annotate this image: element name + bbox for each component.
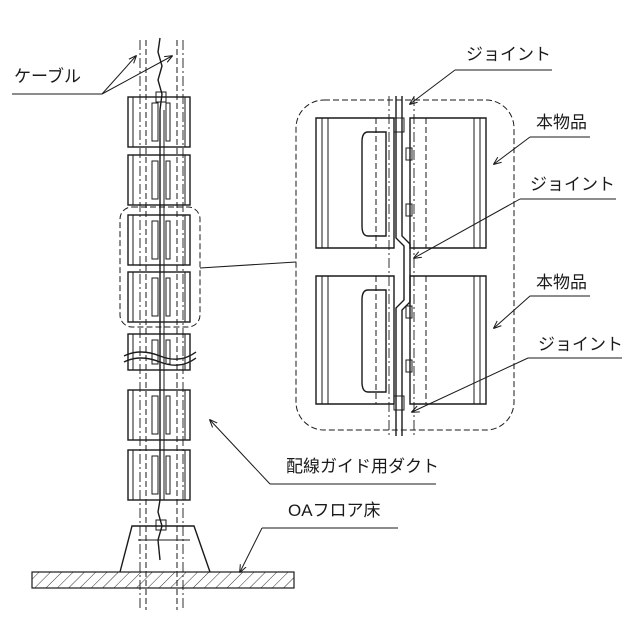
- product-label-1: 本物品: [536, 113, 587, 132]
- label-product-2: 本物品: [494, 273, 590, 328]
- label-joint-1: ジョイント: [410, 45, 552, 104]
- duct-module: [128, 272, 190, 322]
- detail-view: [296, 96, 514, 436]
- detail-leader: [200, 262, 296, 268]
- product-section: [316, 276, 486, 404]
- joint-label-3: ジョイント: [538, 335, 623, 354]
- label-joint-2: ジョイント: [414, 175, 616, 258]
- duct-modules: [128, 97, 190, 500]
- cable-label: ケーブル: [14, 66, 81, 86]
- label-floor: OAフロア床: [240, 501, 398, 572]
- label-joint-3: ジョイント: [412, 335, 623, 412]
- product-label-2: 本物品: [536, 273, 587, 292]
- duct-module: [128, 215, 190, 265]
- joint-label-2: ジョイント: [530, 175, 615, 194]
- duct-label: 配線ガイド用ダクト: [286, 457, 439, 476]
- duct-module: [128, 390, 190, 440]
- floor-label: OAフロア床: [288, 501, 381, 520]
- product-section: [316, 118, 486, 248]
- duct-module: [128, 450, 190, 500]
- label-product-1: 本物品: [494, 113, 590, 164]
- joint-label-1: ジョイント: [466, 45, 551, 64]
- duct-module: [128, 155, 190, 205]
- label-cable: ケーブル: [12, 56, 172, 94]
- duct-module: [128, 97, 190, 147]
- oa-floor: [32, 526, 294, 588]
